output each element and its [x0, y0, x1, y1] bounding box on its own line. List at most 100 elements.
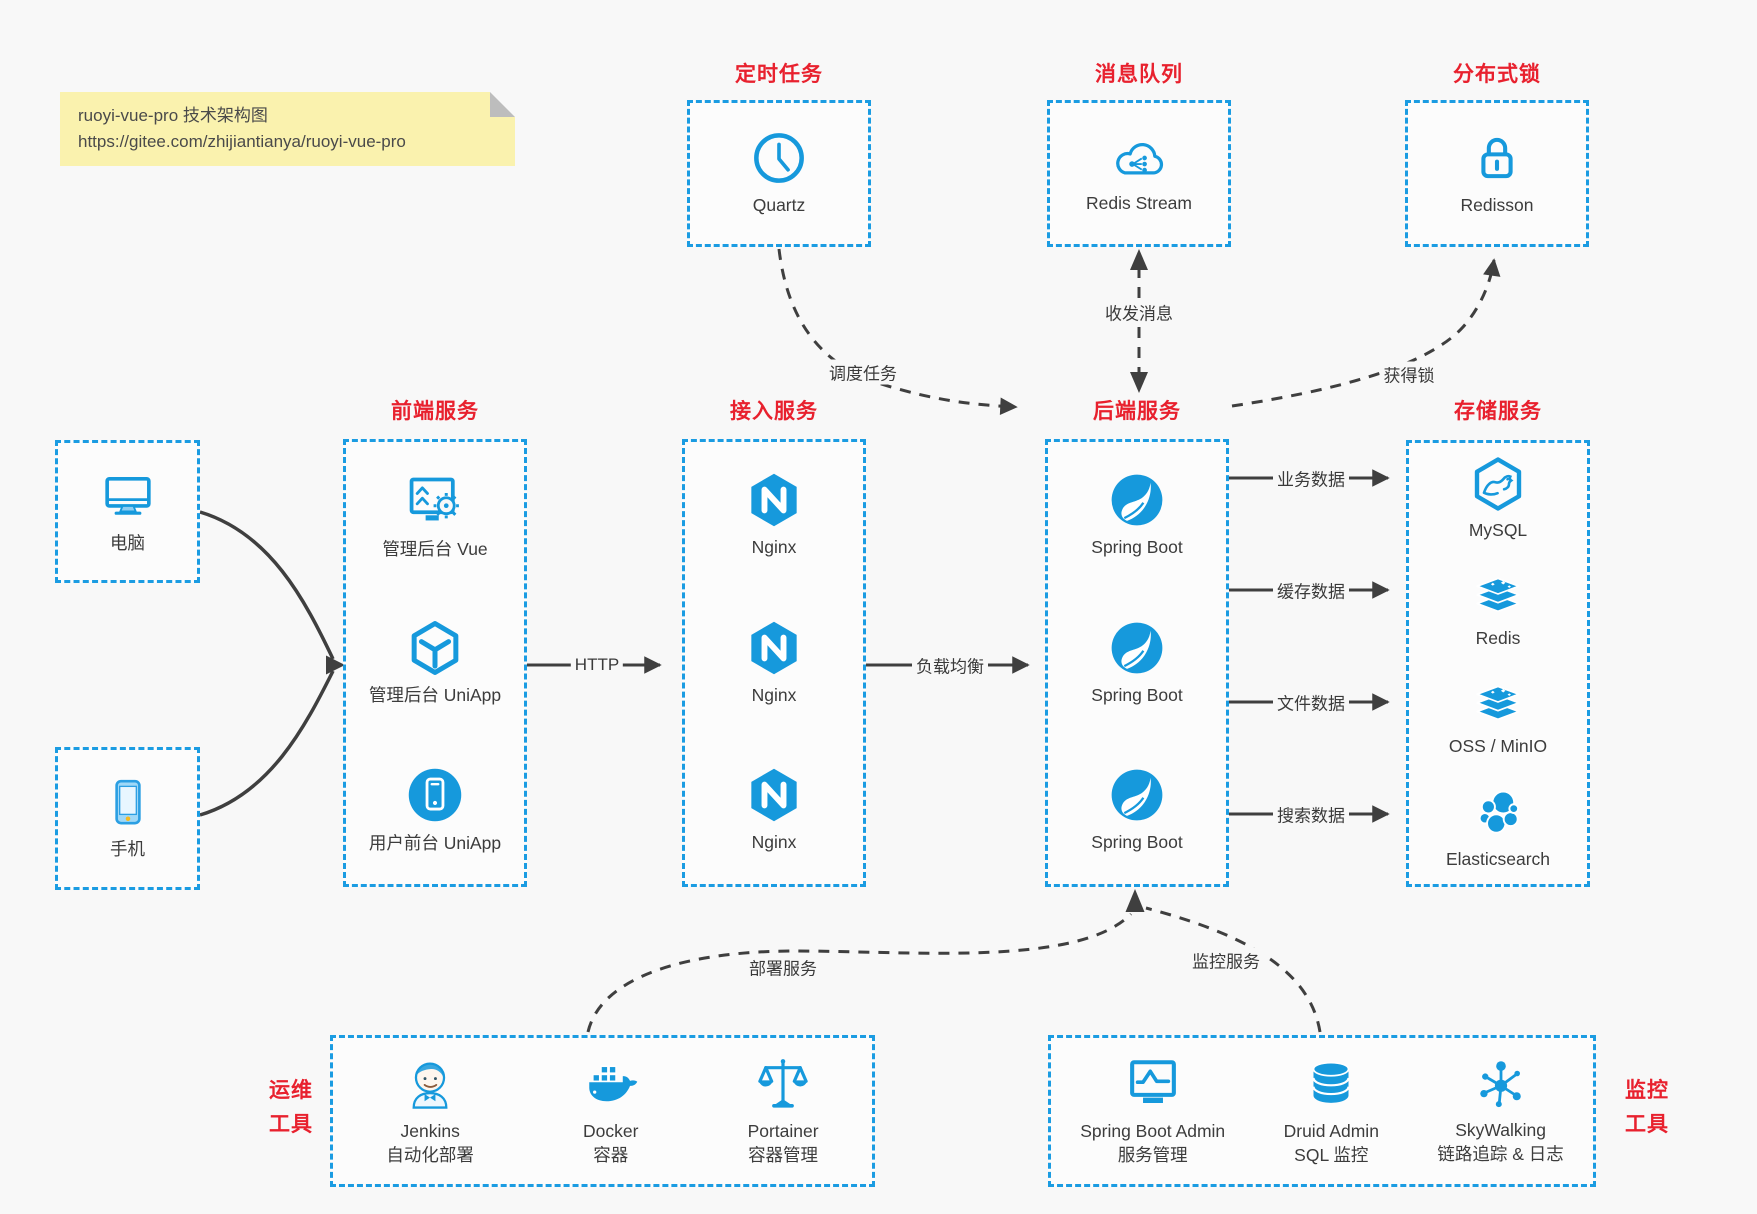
docker-icon	[581, 1055, 641, 1113]
title-backend: 后端服务	[1093, 400, 1181, 423]
node-label: Nginx	[751, 832, 797, 852]
node-label: 用户前台 UniApp	[368, 832, 502, 853]
node-druid-admin: Druid Admin SQL 监控	[1284, 1055, 1379, 1167]
scheduler-box: Quartz	[687, 100, 871, 247]
edge-label-business-data: 业务数据	[1273, 465, 1349, 491]
message-queue-box: Redis Stream	[1047, 100, 1231, 247]
node-nginx-2: Nginx	[745, 619, 803, 708]
database-icon	[1303, 1055, 1359, 1113]
node-label: Spring Boot	[1091, 537, 1183, 558]
node-docker: Docker 容器	[581, 1055, 641, 1167]
title-ops-line2: 工具	[269, 1112, 313, 1136]
node-label: 管理后台 Vue	[382, 538, 488, 559]
node-label: Docker 容器	[583, 1120, 638, 1167]
title-distributed-lock: 分布式锁	[1453, 63, 1541, 86]
node-label: Nginx	[751, 537, 797, 558]
monitor-chart-icon	[1124, 1055, 1182, 1113]
node-label: SkyWalking 链路追踪 & 日志	[1437, 1119, 1563, 1166]
node-label: Elasticsearch	[1445, 848, 1551, 869]
edge-pc-to-frontend	[199, 510, 335, 660]
edge-phone-to-frontend	[199, 670, 335, 817]
node-pc: 电脑	[99, 467, 157, 556]
node-label: Nginx	[751, 684, 797, 705]
note-url: https://gitee.com/zhijiantianya/ruoyi-vu…	[78, 132, 406, 152]
lock-icon	[1468, 129, 1526, 187]
node-redis-stream: Redis Stream	[1086, 131, 1192, 216]
spring-icon	[1108, 766, 1166, 824]
tool-desc: 容器	[593, 1144, 629, 1165]
mobile-client-box: 手机	[55, 747, 200, 890]
title-ops-tools: 运维 工具	[256, 1074, 326, 1141]
arrowhead-messages-up	[1130, 249, 1148, 270]
cube-icon	[406, 619, 464, 677]
node-nginx-3: Nginx	[745, 766, 803, 855]
tool-name: Druid Admin	[1283, 1120, 1379, 1141]
title-gateway: 接入服务	[730, 400, 818, 423]
node-label: OSS / MinIO	[1448, 736, 1548, 757]
node-quartz: Quartz	[750, 129, 808, 218]
edge-label-cache-data: 缓存数据	[1273, 577, 1349, 603]
tool-desc: 容器管理	[748, 1144, 819, 1165]
tool-name: SkyWalking	[1455, 1119, 1546, 1140]
topology-icon	[1473, 1056, 1529, 1112]
edge-label-http: HTTP	[570, 655, 624, 675]
node-springboot-2: Spring Boot	[1091, 619, 1183, 708]
node-admin-uniapp: 管理后台 UniApp	[369, 619, 501, 708]
node-elasticsearch: Elasticsearch	[1446, 785, 1550, 872]
tool-desc: 自动化部署	[386, 1144, 474, 1165]
edge-label-load-balance: 负载均衡	[912, 652, 988, 678]
distributed-lock-box: Redisson	[1405, 100, 1589, 247]
tool-desc: SQL 监控	[1294, 1144, 1369, 1165]
node-label: Spring Boot	[1091, 684, 1183, 705]
portainer-icon	[754, 1055, 812, 1113]
edge-label-deploy: 部署服务	[745, 954, 821, 980]
tool-desc: 链路追踪 & 日志	[1437, 1143, 1564, 1164]
spring-icon	[1108, 619, 1166, 677]
node-label: Redis	[1475, 628, 1521, 649]
node-label: 手机	[110, 839, 145, 860]
title-storage: 存储服务	[1454, 400, 1542, 423]
node-portainer: Portainer 容器管理	[748, 1055, 819, 1167]
mobile-app-icon	[405, 765, 465, 825]
title-monitoring-tools: 监控 工具	[1612, 1074, 1682, 1141]
smartphone-icon	[100, 775, 156, 831]
node-label: Spring Boot Admin 服务管理	[1080, 1120, 1225, 1167]
admin-vue-icon	[405, 471, 465, 531]
node-phone: 手机	[100, 775, 156, 862]
tool-name: Spring Boot Admin	[1080, 1120, 1226, 1141]
storage-box: MySQL Redis OSS / MinIO Elasticsearch	[1406, 440, 1590, 887]
node-label: MySQL	[1468, 519, 1528, 540]
arrowhead-backend-bottom	[1125, 889, 1145, 912]
node-label: Redis Stream	[1085, 193, 1192, 214]
title-message-queue: 消息队列	[1095, 63, 1183, 86]
arrowhead-messages-down	[1130, 372, 1148, 393]
gateway-box: Nginx Nginx Nginx	[682, 439, 866, 887]
edge-label-schedule: 调度任务	[825, 359, 901, 385]
edge-label-search-data: 搜索数据	[1273, 801, 1349, 827]
node-mysql: MySQL	[1469, 456, 1527, 543]
node-label: Redisson	[1460, 195, 1534, 216]
node-admin-vue: 管理后台 Vue	[382, 471, 488, 562]
elasticsearch-icon	[1470, 785, 1526, 841]
node-user-uniapp: 用户前台 UniApp	[369, 765, 501, 856]
nginx-icon	[745, 619, 803, 677]
nginx-icon	[745, 471, 803, 529]
node-label: Quartz	[752, 195, 806, 216]
sticky-note: ruoyi-vue-pro 技术架构图 https://gitee.com/zh…	[60, 92, 515, 166]
monitoring-tools-box: Spring Boot Admin 服务管理 Druid Admin SQL 监…	[1048, 1035, 1596, 1187]
node-springboot-3: Spring Boot	[1091, 766, 1183, 855]
node-label: 电脑	[110, 533, 145, 554]
note-title: ruoyi-vue-pro 技术架构图	[78, 106, 268, 125]
nginx-icon	[745, 766, 803, 824]
tool-name: Portainer	[747, 1120, 819, 1141]
edge-label-file-data: 文件数据	[1273, 689, 1349, 715]
jenkins-icon	[401, 1055, 459, 1113]
edge-label-lock: 获得锁	[1379, 361, 1439, 387]
title-scheduled-jobs: 定时任务	[735, 63, 823, 86]
node-label: Druid Admin SQL 监控	[1284, 1120, 1379, 1167]
edge-label-monitor: 监控服务	[1188, 947, 1264, 973]
node-redisson: Redisson	[1460, 129, 1534, 218]
pc-client-box: 电脑	[55, 440, 200, 583]
node-label: Spring Boot	[1091, 832, 1183, 852]
